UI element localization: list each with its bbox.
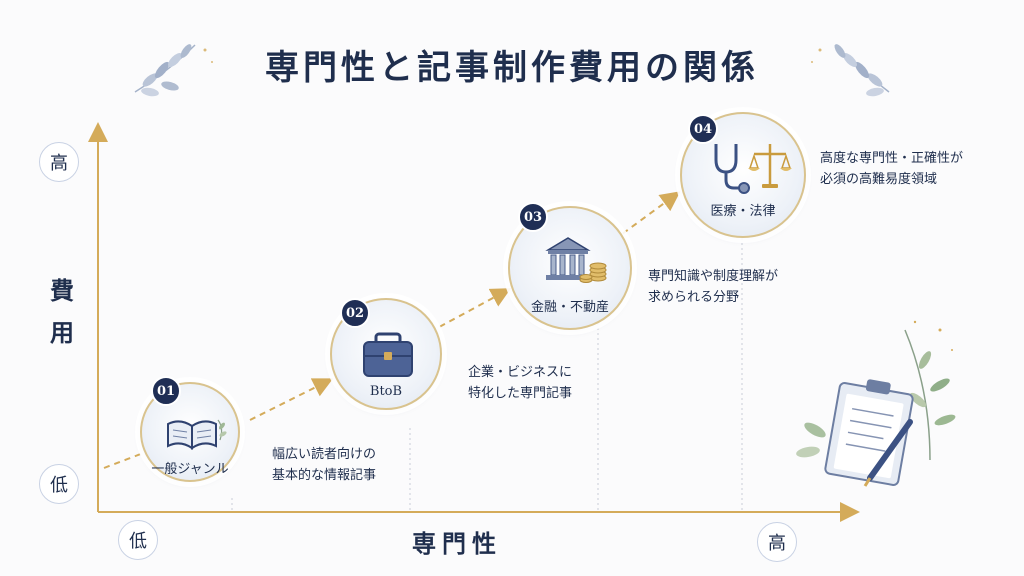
stage-03-description: 専門知識や制度理解が 求められる分野 xyxy=(648,266,778,308)
stage-04-label: 医療・法律 xyxy=(710,204,776,219)
stage-03-badge: 03 xyxy=(518,202,548,232)
stage-02-label: BtoB xyxy=(369,384,403,399)
progression-arrows xyxy=(103,191,681,469)
stage-02-description: 企業・ビジネスに 特化した専門記事 xyxy=(468,362,572,404)
stage-02-description-line-2: 特化した専門記事 xyxy=(468,386,573,401)
open-book-icon xyxy=(167,419,227,450)
briefcase-icon xyxy=(363,332,413,377)
right-leaf-decoration xyxy=(811,44,890,97)
guide-lines xyxy=(231,238,743,512)
bank-coins-icon xyxy=(545,237,607,283)
stage-04-description-line-2: 必須の高難易度領域 xyxy=(820,172,938,187)
stage-03-label: 金融・不動産 xyxy=(530,300,609,315)
stage-01-description-line-2: 基本的な情報記事 xyxy=(272,468,377,483)
stethoscope-scales-icon xyxy=(714,144,792,194)
stage-02-badge: 02 xyxy=(340,298,370,328)
clipboard-illustration xyxy=(796,320,956,487)
x-axis-high-label: 高 xyxy=(757,522,797,562)
stage-01-badge: 01 xyxy=(151,376,181,406)
stage-04-description-line-1: 高度な専門性・正確性が xyxy=(820,151,964,166)
stage-01-label: 一般ジャンル xyxy=(151,462,229,477)
x-axis-low-label: 低 xyxy=(118,520,158,560)
y-axis-title: 費用 xyxy=(50,276,74,347)
stage-03-circle: 金融・不動産 xyxy=(508,206,632,330)
stage-02-description-line-1: 企業・ビジネスに xyxy=(468,365,573,380)
stage-03-description-line-1: 専門知識や制度理解が xyxy=(648,269,779,284)
left-leaf-decoration xyxy=(134,44,213,97)
stage-04-badge: 04 xyxy=(688,114,718,144)
stage-03-description-line-2: 求められる分野 xyxy=(648,290,740,305)
y-axis-low-label: 低 xyxy=(39,464,79,504)
page-title: 専門性と記事制作費用の関係 xyxy=(265,48,759,88)
y-axis-high-label: 高 xyxy=(39,142,79,182)
stage-04-description: 高度な専門性・正確性が 必須の高難易度領域 xyxy=(820,148,963,190)
x-axis-title: 専門性 xyxy=(412,529,502,558)
stage-01-description: 幅広い読者向けの 基本的な情報記事 xyxy=(272,444,376,486)
stage-01-description-line-1: 幅広い読者向けの xyxy=(272,447,377,462)
